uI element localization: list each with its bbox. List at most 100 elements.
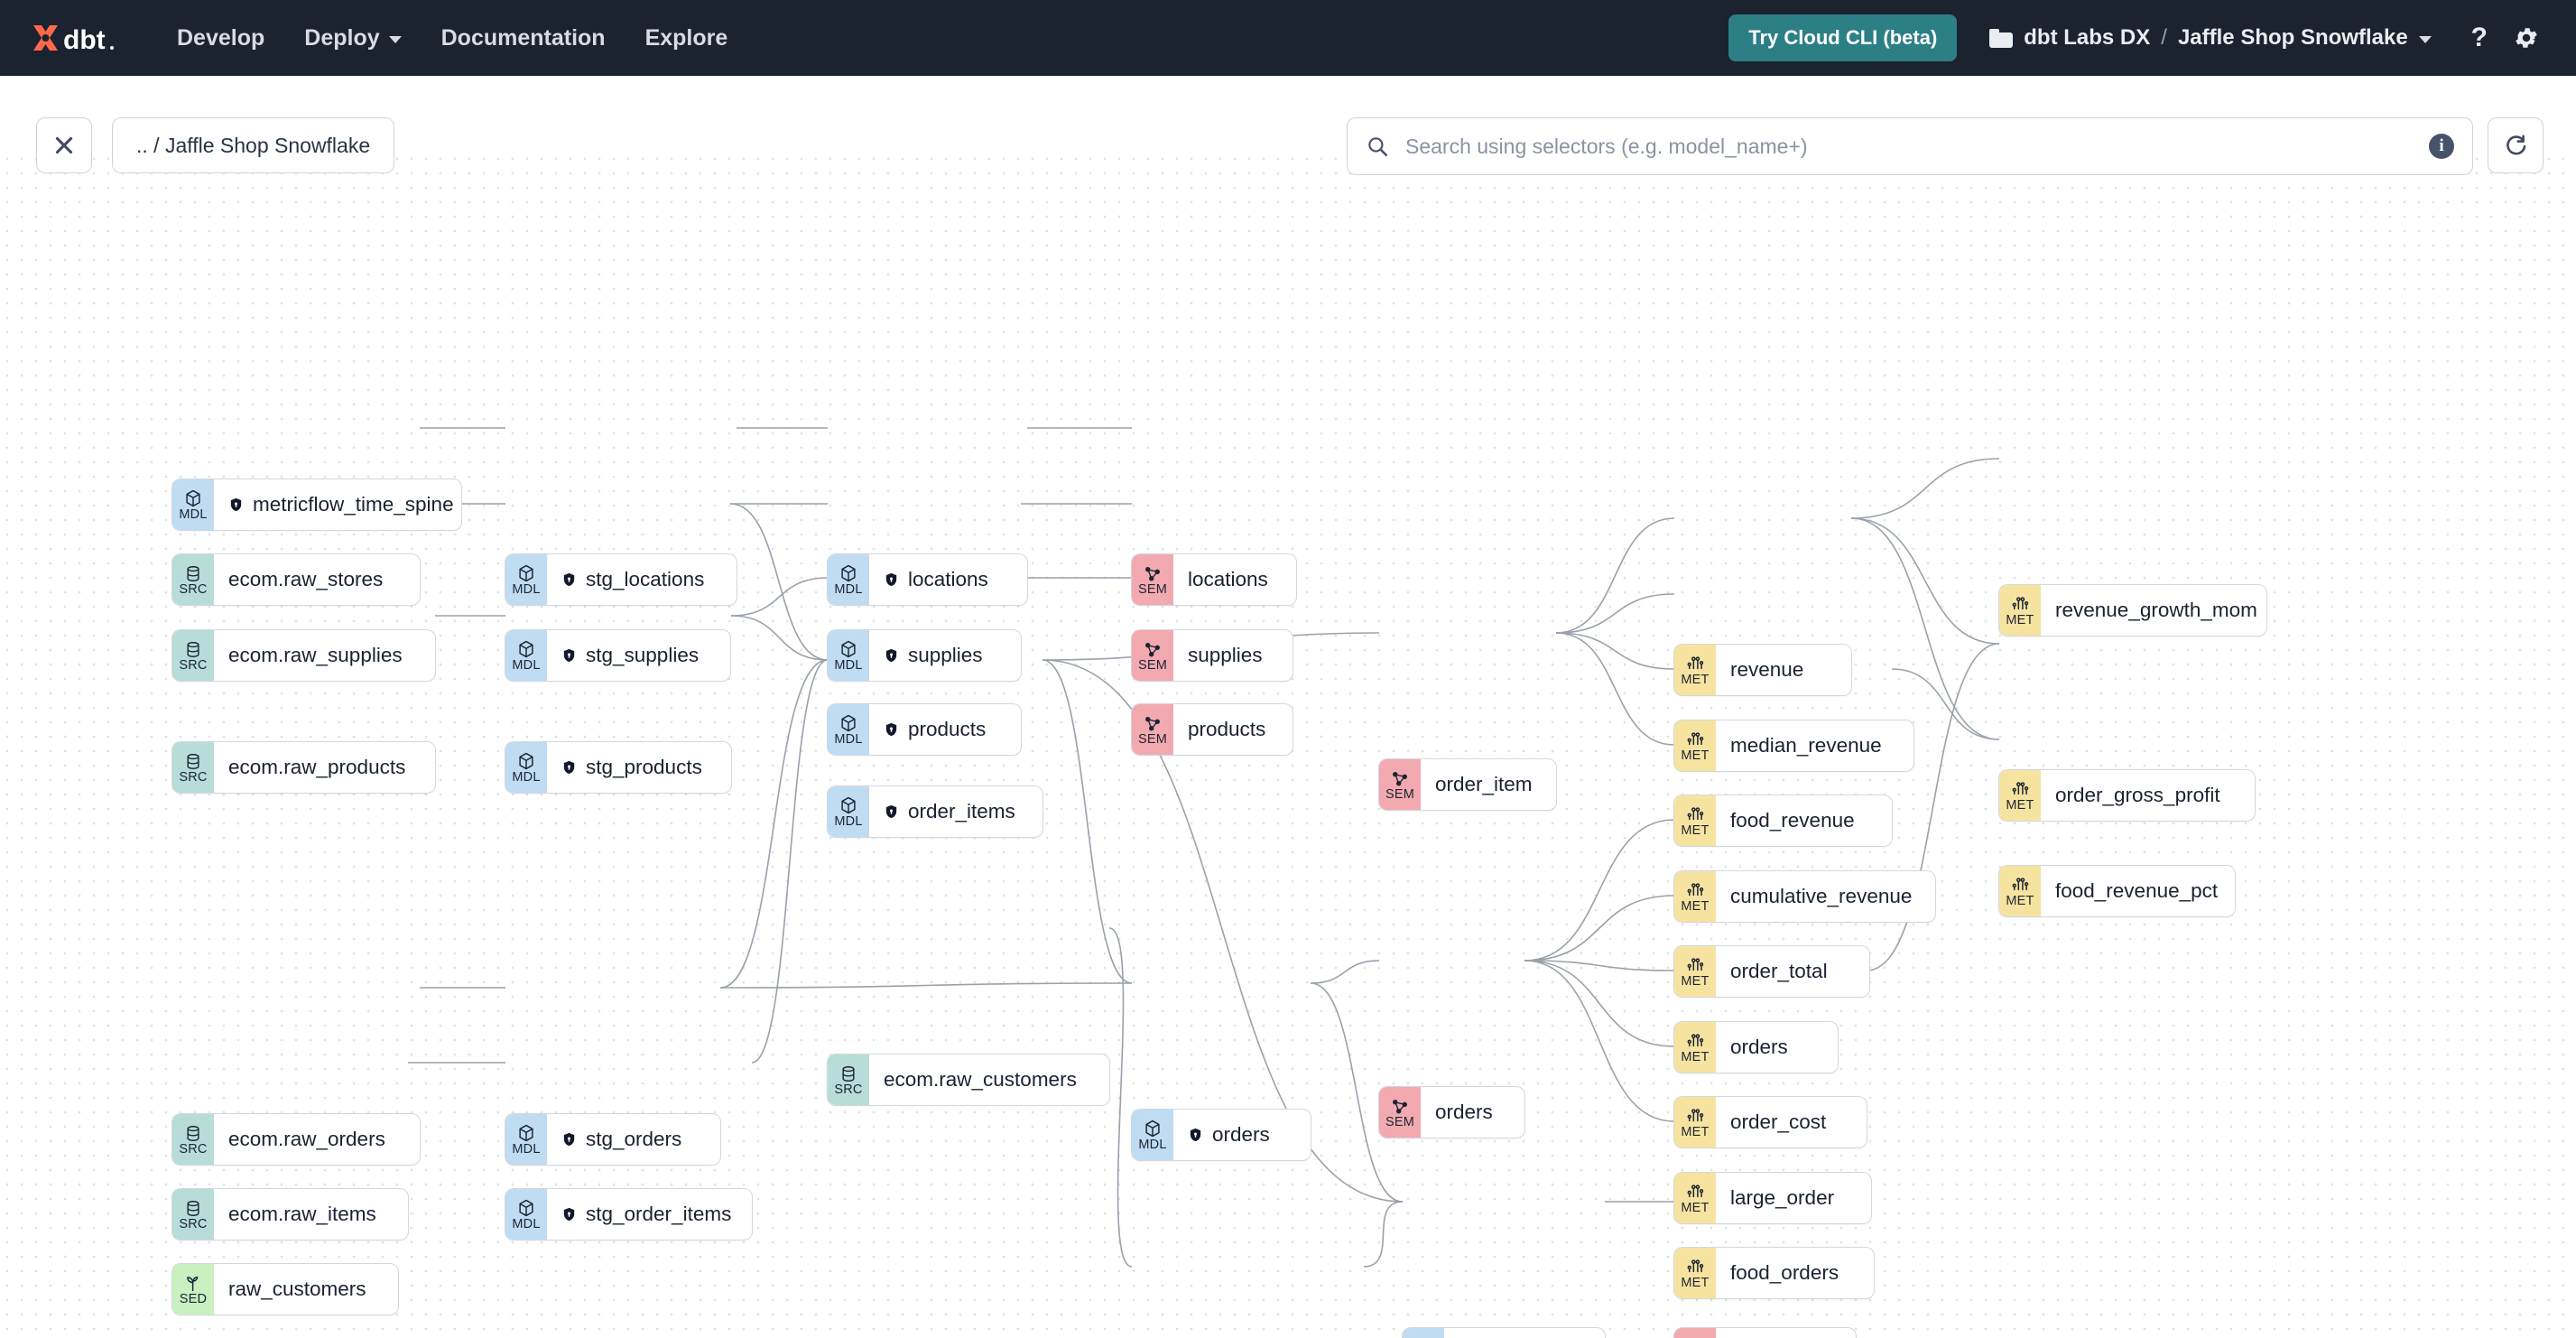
node-body: orders: [1173, 1110, 1286, 1160]
node-type-badge-met: MET: [1674, 645, 1716, 695]
search-input[interactable]: [1404, 133, 2429, 160]
node-label: products: [908, 718, 987, 740]
breadcrumb-chip[interactable]: .. / Jaffle Shop Snowflake: [112, 117, 395, 173]
lineage-node-stg_locations[interactable]: MDL stg_locations: [505, 554, 737, 605]
node-body: locations: [1173, 554, 1284, 605]
nav-item-develop[interactable]: Develop: [157, 16, 284, 60]
settings-button[interactable]: [2500, 19, 2553, 57]
lineage-node-customers_mdl[interactable]: MDLcustomers: [1403, 1328, 1605, 1338]
metric-icon: [1685, 805, 1705, 824]
refresh-button[interactable]: [2488, 117, 2544, 173]
lineage-node-sem_customers[interactable]: SEMcustomers: [1674, 1328, 1856, 1338]
shield-icon: [1188, 1126, 1203, 1144]
nav-item-explore[interactable]: Explore: [625, 16, 748, 60]
node-type-badge-sem: SEM: [1132, 630, 1173, 681]
nav-item-documentation[interactable]: Documentation: [422, 16, 625, 60]
node-body: order_gross_profit: [2041, 770, 2237, 821]
lineage-node-products[interactable]: MDL products: [828, 704, 1021, 755]
lineage-edge: [1850, 458, 2000, 519]
chevron-down-icon[interactable]: [2418, 35, 2432, 43]
node-type-badge-met: MET: [1674, 946, 1716, 997]
node-label: food_revenue_pct: [2055, 879, 2219, 902]
lineage-edge: [1866, 643, 2000, 971]
node-type-label: MDL: [834, 731, 863, 747]
close-button[interactable]: [36, 117, 92, 173]
nav-item-deploy[interactable]: Deploy: [284, 16, 421, 60]
node-body: food_revenue_pct: [2041, 866, 2234, 916]
help-button[interactable]: ?: [2470, 23, 2488, 52]
lineage-edge: [730, 615, 829, 661]
node-type-label: MDL: [512, 657, 541, 673]
node-type-badge-mdl: MDL: [505, 1114, 547, 1165]
shield-icon: [884, 803, 899, 821]
search-info-icon[interactable]: i: [2429, 134, 2454, 159]
lineage-node-ecom_raw_orders[interactable]: SRC ecom.raw_orders: [172, 1114, 420, 1165]
lineage-edge: [730, 577, 829, 617]
shield-icon: [885, 572, 897, 587]
node-type-badge-sed: SED: [172, 1264, 214, 1315]
dbt-logo[interactable]: dbt: [29, 18, 116, 58]
project-name[interactable]: Jaffle Shop Snowflake: [2177, 25, 2408, 50]
account-project-breadcrumb[interactable]: dbt Labs DX / Jaffle Shop Snowflake: [1989, 25, 2432, 51]
node-body: stg_products: [547, 742, 718, 793]
try-cloud-cli-button[interactable]: Try Cloud CLI (beta): [1728, 14, 1958, 61]
node-type-badge-sem: SEM: [1379, 1087, 1421, 1138]
lineage-node-met_order_gross_profit[interactable]: MET order_gross_profit: [1999, 770, 2255, 821]
node-type-label: MET: [1681, 822, 1710, 838]
search-bar[interactable]: i: [1347, 117, 2473, 175]
node-type-badge-mdl: MDL: [505, 554, 547, 605]
node-body: order_items: [869, 786, 1032, 837]
node-label: ecom.raw_items: [228, 1203, 376, 1225]
nav-label: Deploy: [304, 24, 380, 51]
node-type-label: SRC: [179, 1141, 208, 1157]
node-type-label: MET: [2006, 797, 2034, 813]
node-label: stg_locations: [586, 568, 705, 590]
node-body: ecom.raw_customers: [869, 1055, 1093, 1105]
node-body: ecom.raw_orders: [214, 1114, 402, 1165]
lineage-edge: [1555, 593, 1675, 634]
model-icon: [516, 1124, 536, 1143]
node-label: order_cost: [1730, 1110, 1827, 1133]
lineage-edge: [1310, 960, 1380, 984]
node-type-label: MDL: [512, 1141, 541, 1157]
lineage-edge: [1891, 668, 2000, 740]
model-icon: [516, 640, 536, 659]
node-type-badge-mdl: MDL: [828, 630, 869, 681]
node-type-label: SEM: [1137, 657, 1168, 673]
shield-icon: [561, 571, 577, 589]
node-label: orders: [1212, 1123, 1270, 1146]
node-type-badge-met: MET: [1674, 795, 1716, 846]
